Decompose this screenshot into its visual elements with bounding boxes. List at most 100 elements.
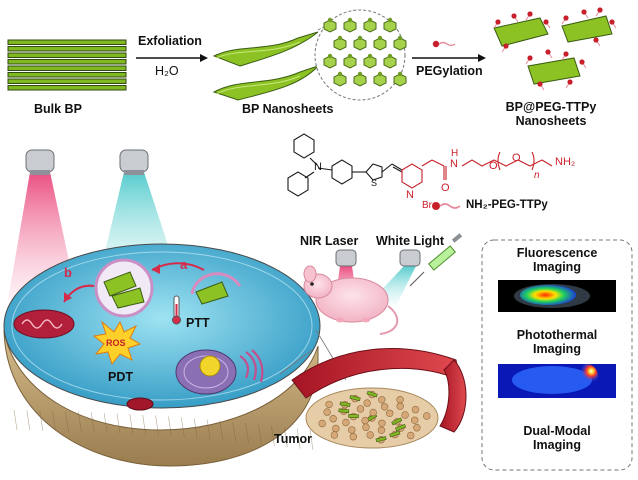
lattice-atom [327,53,333,59]
tumor-cell [378,396,386,404]
pegylation-label: PEGylation [416,64,483,78]
lattice-ring [333,37,347,51]
tumor-cell [401,411,409,419]
lattice-atom [387,53,393,59]
amide-n-atom: N [450,158,458,170]
lattice-atom [357,35,363,41]
carbonyl-o-atom: O [441,182,450,194]
lattice-ring [373,37,387,51]
lattice-atom [367,53,373,59]
peg-dot [581,9,587,15]
exfoliation-arrow [136,54,208,62]
bowl-stripe [283,427,288,448]
tumor-nanosheet [395,423,407,432]
cell-body [3,243,321,467]
bulk-bp-layer [7,59,127,65]
bowl-stripe [296,428,301,449]
photothermal-line2: Imaging [533,342,581,357]
tumor-cell [349,433,357,441]
small-organelle [126,397,154,411]
lattice-atom [397,71,403,77]
peg-dot [527,55,533,61]
bulk-bp-layer [7,85,127,91]
tumor-nanosheet [349,395,361,402]
peg-ttpy-legend-icon [432,202,461,210]
peg-dot [567,79,573,85]
photothermal-imaging-label: Photothermal Imaging [486,328,628,357]
tumor-nanosheet [391,417,403,426]
peg-dot [563,51,569,57]
peg-ttpy-legend-label: NH₂-PEG-TTPy [466,199,548,211]
tumor-cell [366,431,374,439]
product-label-line1: BP@PEG-TTPy [505,100,597,114]
golgi [239,349,264,383]
bowl-stripe [219,420,224,441]
white-light-label: White Light [376,234,445,248]
bowl-stripe [78,411,82,432]
tumor-nanosheet [389,430,401,438]
lattice-atom [397,35,403,41]
lattice-atom [337,71,343,77]
tumor-cell [378,419,386,427]
peg-dot [563,15,569,21]
pyridinium-n-atom: N [406,189,414,201]
bulk-bp-layer [7,39,127,45]
bowl-stripe [52,410,56,432]
lattice-ring [323,19,337,33]
lattice-atom [377,71,383,77]
tumor-cell [363,399,371,407]
lattice-ring [393,73,407,87]
bulk-bp-layer [7,52,127,58]
bowl-stripe [129,414,134,435]
peg-dot [527,11,533,17]
tumor-cell [396,396,404,404]
peg-dot [579,59,585,65]
peg-dot [597,7,603,13]
pdt-label: PDT [108,370,133,384]
amide-h-atom: H [451,148,459,159]
tumor-cell [386,409,394,417]
tumor-cell [411,405,420,414]
lattice-ring [333,73,347,87]
bowl-stripe [26,410,31,431]
tumor-nanosheet [338,408,350,414]
path-b-label: b [64,265,72,280]
dual-modal-imaging-label: Dual-Modal Imaging [486,424,628,453]
bulk-bp-layer [7,72,127,78]
peg-dot [511,13,517,19]
bowl-stripe [168,416,172,437]
lattice-atom [347,17,353,23]
tumor-nanosheet [375,436,387,443]
mouse-nir-lamp-icon [335,249,357,267]
ros-label: ROS [106,338,126,348]
peg-dot [503,43,509,49]
ptt-label: PTT [186,316,210,330]
blood-vessel [291,348,467,433]
lattice-atom [347,53,353,59]
lattice-ring [373,73,387,87]
ros-burst [92,320,142,366]
water-label: H₂O [155,64,179,78]
tumor-cell [377,426,386,434]
tumor-cell [362,423,370,431]
bowl-stripe [142,414,146,435]
lattice-atom [357,71,363,77]
tumor-cell [411,416,419,424]
lattice-ring [323,55,337,69]
tumor-cell [318,419,326,428]
peg-dot [593,37,599,43]
bowl-stripe [103,412,108,433]
pegylation-arrow [412,40,486,62]
bowl-stripe [65,411,69,432]
tumor-cell [380,403,389,411]
lattice-atom [327,17,333,23]
bowl-stripe [206,419,211,440]
path-a-label: a [180,257,188,272]
mitochondrion [13,309,75,339]
tumor-cell [325,400,333,409]
bowl-stripe [13,409,18,431]
bowl-stripe [155,415,159,436]
peg-dot [609,19,615,25]
nir-laser-label: NIR Laser [300,234,359,248]
nucleus [175,349,237,395]
